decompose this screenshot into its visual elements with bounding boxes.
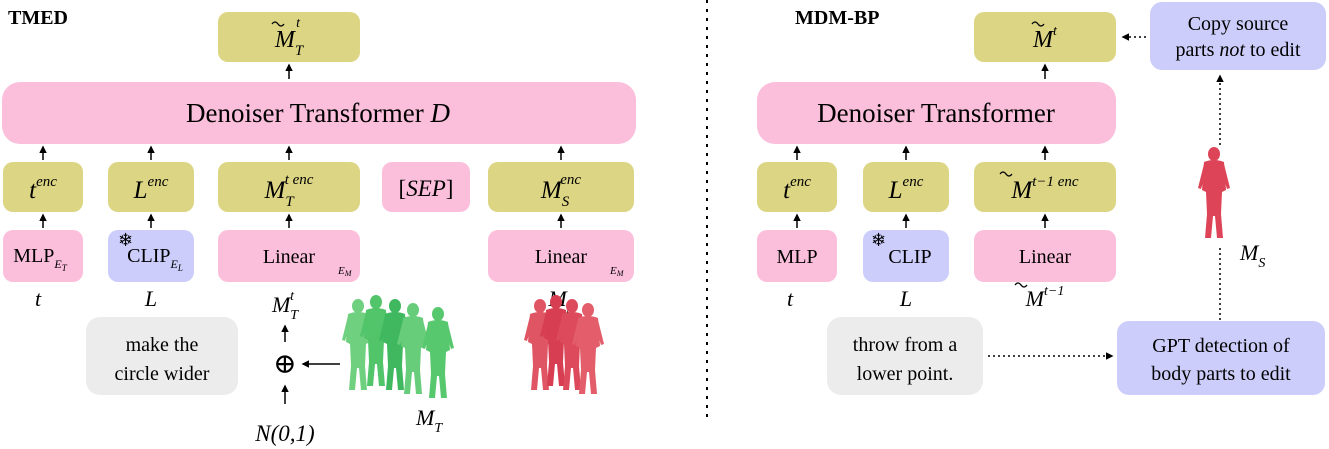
tmed-linear-t-label: Linear — [263, 246, 316, 268]
tilde-mark — [999, 171, 1013, 177]
source-motion-figures — [524, 295, 604, 394]
tmed-input-L: L — [144, 286, 157, 311]
mdm-denoiser-label: Denoiser Transformer — [817, 98, 1055, 128]
tmed-sep-box — [382, 162, 470, 212]
tmed-linear-s-sub: EM — [609, 265, 625, 278]
mdm-linear-box — [974, 230, 1116, 282]
mdm-title: MDM-BP — [795, 7, 879, 29]
mdm-linear-label: Linear — [1019, 246, 1072, 268]
mdm-prompt-line-1: throw from a — [853, 334, 958, 356]
mdm-input-L: L — [899, 286, 912, 311]
mdm-denoiser-box — [757, 82, 1116, 144]
tmed-prompt-line-1: make the — [126, 334, 199, 356]
mdm-clip-box — [863, 230, 949, 282]
tmed-mlp-label: MLPET — [13, 245, 67, 273]
mdm-output-box — [974, 12, 1116, 62]
tmed-linear-s-box — [488, 230, 634, 282]
mdm-enc-M-label: Mt−1 enc — [1010, 174, 1079, 204]
tmed-target-label: MT — [415, 405, 443, 436]
mdm-prompt-line-2: lower point. — [857, 363, 954, 385]
mdm-clip-label: CLIP — [888, 246, 931, 268]
mdm-output-label: Mt — [1032, 24, 1058, 53]
tmed-noise-label: N(0,1) — [254, 421, 314, 446]
tmed-linear-t-box — [218, 230, 360, 282]
mdm-mlp-label: MLP — [776, 246, 817, 268]
mdm-mlp-box — [757, 230, 837, 282]
tilde-mark — [1031, 21, 1045, 27]
tmed-input-MT: MTt — [271, 289, 299, 323]
mdm-gpt-line-1: GPT detection of — [1152, 335, 1290, 357]
snowflake-icon: ❄ — [871, 230, 886, 250]
tmed-enc-L-box — [108, 162, 194, 212]
tmed-enc-MS-label: MSenc — [540, 172, 581, 210]
tmed-enc-MT-label: MTt enc — [264, 172, 314, 210]
tmed-enc-t-box — [3, 162, 83, 212]
mdm-enc-L-box — [863, 162, 949, 212]
mdm-enc-L-label: Lenc — [888, 174, 924, 204]
tmed-title: TMED — [8, 7, 68, 29]
tmed-linear-s-label: Linear — [535, 246, 588, 268]
mdm-enc-M-box — [974, 162, 1116, 212]
tmed-mlp-box — [3, 230, 83, 282]
tilde-mark — [271, 21, 285, 27]
tmed-enc-t-label: tenc — [29, 174, 57, 204]
target-motion-figures — [342, 295, 454, 398]
tmed-prompt-line-2: circle wider — [115, 363, 210, 385]
tmed-enc-MS-box — [488, 162, 634, 212]
mdm-enc-t-label: tenc — [783, 174, 811, 204]
tmed-enc-L-label: Lenc — [133, 174, 169, 204]
tmed-clip-label: CLIPEL — [127, 245, 183, 273]
tmed-denoiser-label: Denoiser Transformer D — [186, 98, 450, 128]
mdm-input-t: t — [787, 286, 794, 311]
mdm-copy-box — [1150, 2, 1326, 70]
tmed-output-label: MTt — [274, 16, 305, 59]
mdm-copy-line-2: parts not to edit — [1176, 39, 1301, 61]
tmed-clip-box — [108, 230, 194, 282]
tmed-enc-MT-box — [218, 162, 360, 212]
tilde-mark — [1014, 282, 1028, 288]
tmed-sep-label: [SEP] — [399, 176, 454, 201]
mdm-copy-line-1: Copy source — [1188, 13, 1289, 35]
mdm-prompt-box — [827, 317, 983, 395]
snowflake-icon: ❄ — [118, 230, 133, 250]
tmed-linear-t-sub: EM — [337, 265, 353, 278]
tmed-output-box — [218, 12, 360, 62]
mdm-input-M: Mt−1 — [1025, 284, 1065, 311]
mdm-gpt-line-2: body parts to edit — [1151, 363, 1291, 385]
mdm-gpt-box — [1117, 321, 1325, 395]
tmed-prompt-box — [86, 317, 238, 395]
mdm-enc-t-box — [757, 162, 837, 212]
plus-circle-icon: ⊕ — [273, 349, 296, 380]
tmed-input-t: t — [35, 286, 42, 311]
mdm-source-label: MS — [1239, 240, 1265, 271]
tmed-denoiser-box — [2, 82, 636, 144]
